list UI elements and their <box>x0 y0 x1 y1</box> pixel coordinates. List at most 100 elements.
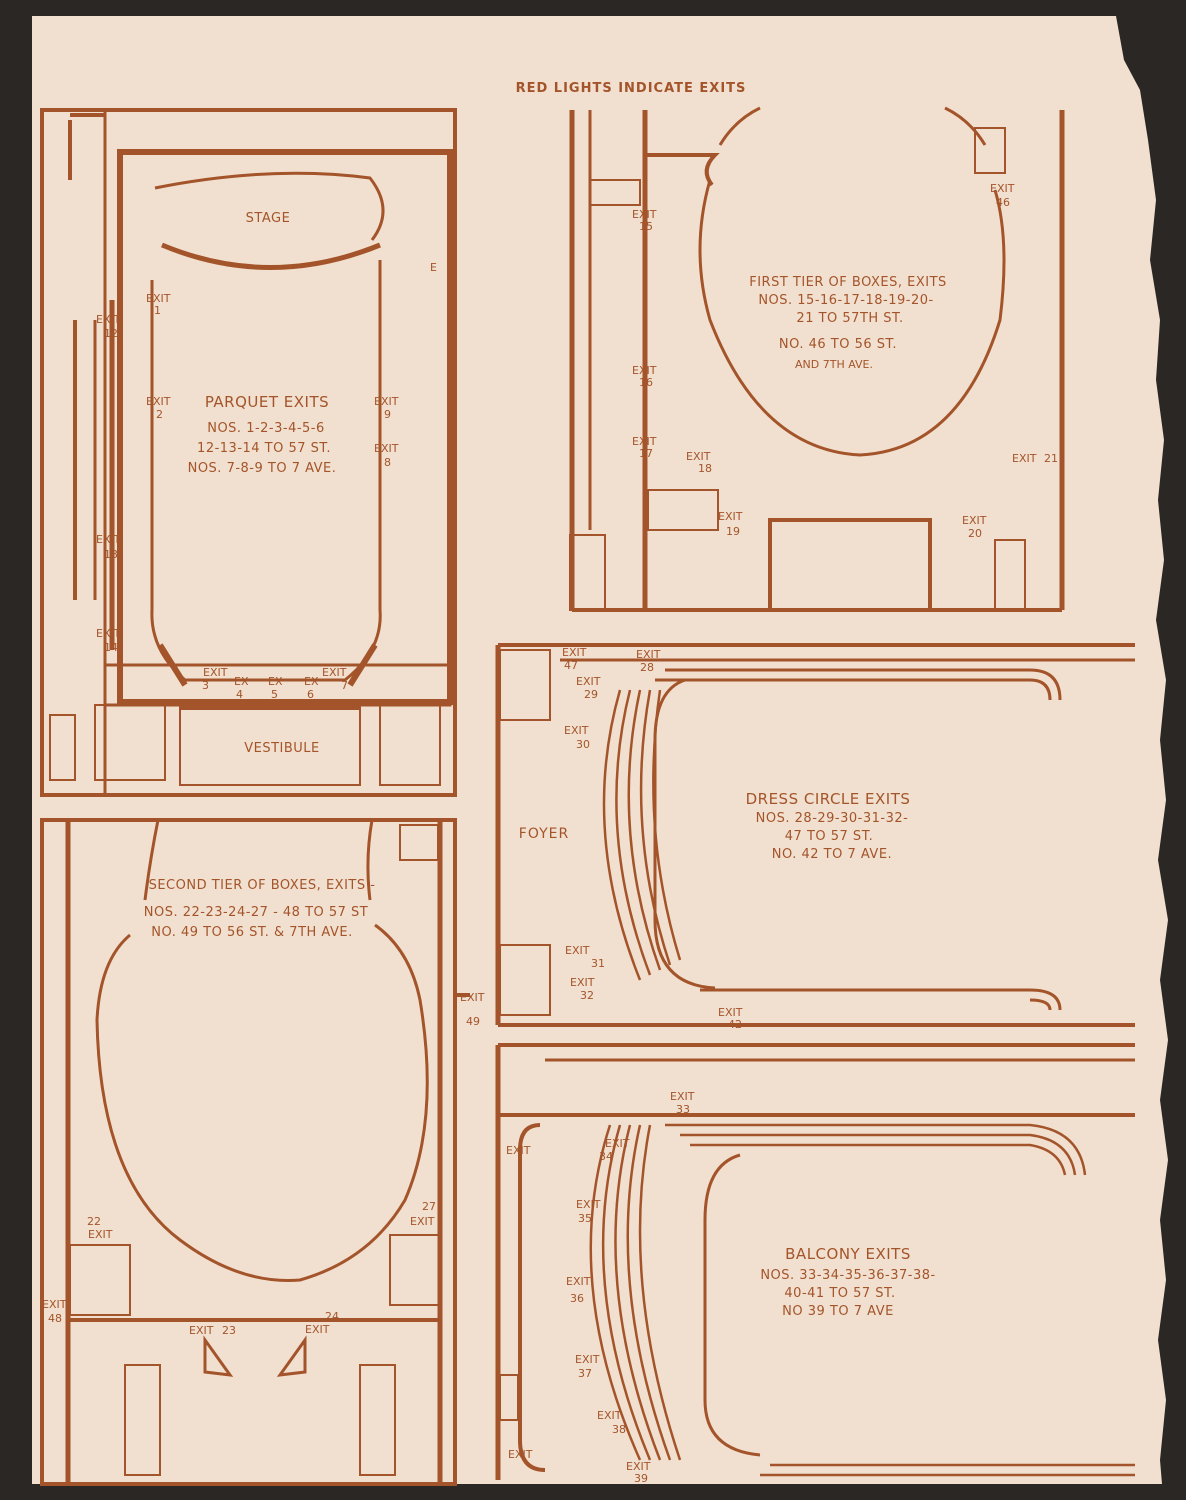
exit-19-label: EXIT <box>718 510 743 523</box>
stage-label: STAGE <box>246 211 291 226</box>
foyer-label: FOYER <box>519 826 569 842</box>
exit-47-num: 47 <box>564 659 578 672</box>
exit-12-label: EXIT <box>96 313 121 326</box>
exit-9-num: 9 <box>384 408 391 421</box>
exit-1-label: EXIT <box>146 292 171 305</box>
exit-28-num: 28 <box>640 661 654 674</box>
exit-34-num: 34 <box>599 1150 613 1163</box>
exit-17-label: EXIT <box>632 435 657 448</box>
exit-15-label: EXIT <box>632 208 657 221</box>
exit-18-num: 18 <box>698 462 712 475</box>
exit-20-num: 20 <box>968 527 982 540</box>
exit-upper-left-label: EXIT <box>506 1144 531 1157</box>
exit-42-label: EXIT <box>718 1006 743 1019</box>
exit-13-num: 13 <box>104 548 118 561</box>
exit-21-num: 21 <box>1044 452 1058 465</box>
exit-24-label: EXIT <box>305 1323 330 1336</box>
exit-49-num: 49 <box>466 1015 480 1028</box>
exit-37-label: EXIT <box>575 1353 600 1366</box>
exit-27-num: EXIT <box>410 1215 435 1228</box>
exit-29-num: 29 <box>584 688 598 701</box>
exit-30-num: 30 <box>576 738 590 751</box>
exit-1-num: 1 <box>154 304 161 317</box>
parquet-plan <box>40 108 457 797</box>
balcony-labels: BALCONY EXITS NOS. 33-34-35-36-37-38- 40… <box>506 1090 935 1485</box>
first-tier-line-3: NO. 46 TO 56 ST. <box>779 337 897 352</box>
vestibule-label: VESTIBULE <box>244 741 320 756</box>
first-tier-labels: FIRST TIER OF BOXES, EXITS NOS. 15-16-17… <box>632 182 1058 540</box>
exit-9-label: EXIT <box>374 395 399 408</box>
exit-8-label: EXIT <box>374 442 399 455</box>
exit-31-label: EXIT <box>565 944 590 957</box>
exit-3-num: 3 <box>202 679 209 692</box>
paper-sheet <box>32 16 1168 1484</box>
dress-circle-plan <box>495 643 1135 1027</box>
exit-17-num: 17 <box>639 447 653 460</box>
exit-23-num: 23 <box>222 1324 236 1337</box>
second-tier-plan <box>40 818 470 1486</box>
exit-2-label: EXIT <box>146 395 171 408</box>
exit-35-label: EXIT <box>576 1198 601 1211</box>
exit-2-num: 2 <box>156 408 163 421</box>
second-tier-line-2: NO. 49 TO 56 ST. & 7TH AVE. <box>151 925 352 940</box>
exit-38-label: EXIT <box>597 1409 622 1422</box>
exit-14-num: 14 <box>104 641 118 654</box>
exit-15-num: 15 <box>639 220 653 233</box>
first-tier-plan <box>569 106 1065 612</box>
exit-20-label: EXIT <box>962 514 987 527</box>
exit-39-num: 39 <box>634 1472 648 1485</box>
exit-36-label: EXIT <box>566 1275 591 1288</box>
marker-e: E <box>430 261 437 274</box>
exit-6-num: 6 <box>307 688 314 701</box>
exit-37-num: 37 <box>578 1367 592 1380</box>
exit-22-num: EXIT <box>88 1228 113 1241</box>
exit-12-num: 12 <box>104 327 118 340</box>
exit-30-label: EXIT <box>564 724 589 737</box>
exit-49-label: EXIT <box>460 991 485 1004</box>
exit-46-num: 46 <box>996 196 1010 209</box>
second-tier-line-1: NOS. 22-23-24-27 - 48 TO 57 ST <box>144 905 369 920</box>
exit-4-num: 4 <box>236 688 243 701</box>
exit-32-label: EXIT <box>570 976 595 989</box>
exit-16-num: 16 <box>639 376 653 389</box>
exit-13-label: EXIT <box>96 533 121 546</box>
parquet-line-1: NOS. 1-2-3-4-5-6 <box>207 421 325 436</box>
balcony-line-2: 40-41 TO 57 ST. <box>784 1286 895 1301</box>
exit-4-label: EX <box>234 675 249 688</box>
exit-5-num: 5 <box>271 688 278 701</box>
parquet-line-2: 12-13-14 TO 57 ST. <box>197 441 331 456</box>
balcony-title: BALCONY EXITS <box>785 1245 911 1263</box>
exit-18-label: EXIT <box>686 450 711 463</box>
exit-29-label: EXIT <box>576 675 601 688</box>
exit-14-label: EXIT <box>96 627 121 640</box>
exit-16-label: EXIT <box>632 364 657 377</box>
exit-lower-left-label: EXIT <box>508 1448 533 1461</box>
exit-48-num: 48 <box>48 1312 62 1325</box>
exit-33-label: EXIT <box>670 1090 695 1103</box>
parquet-labels: STAGE VESTIBULE PARQUET EXITS NOS. 1-2-3… <box>96 211 437 756</box>
exit-28-label: EXIT <box>636 648 661 661</box>
exit-39-label: EXIT <box>626 1460 651 1473</box>
first-tier-line-1: NOS. 15-16-17-18-19-20- <box>758 293 933 308</box>
exit-42-num: 42 <box>728 1018 742 1031</box>
exit-5-label: EX <box>268 675 283 688</box>
second-tier-title: SECOND TIER OF BOXES, EXITS - <box>149 878 376 893</box>
exit-33-num: 33 <box>676 1103 690 1116</box>
dress-circle-line-3: NO. 42 TO 7 AVE. <box>772 847 892 862</box>
exit-24-num: 24 <box>325 1310 339 1323</box>
exit-38-num: 38 <box>612 1423 626 1436</box>
first-tier-line-4: AND 7TH AVE. <box>795 358 873 371</box>
exit-7-label: EXIT <box>322 666 347 679</box>
exit-3-label: EXIT <box>203 666 228 679</box>
exit-7-num: 7 <box>341 679 348 692</box>
dress-circle-labels: FOYER DRESS CIRCLE EXITS NOS. 28-29-30-3… <box>519 646 910 1031</box>
exit-34-label: EXIT <box>605 1137 630 1150</box>
exit-8-num: 8 <box>384 456 391 469</box>
dress-circle-line-1: NOS. 28-29-30-31-32- <box>756 811 909 826</box>
first-tier-title: FIRST TIER OF BOXES, EXITS <box>749 275 947 290</box>
exit-6-label: EX <box>304 675 319 688</box>
exit-21-label: EXIT <box>1012 452 1037 465</box>
balcony-line-1: NOS. 33-34-35-36-37-38- <box>760 1268 935 1283</box>
exit-32-num: 32 <box>580 989 594 1002</box>
